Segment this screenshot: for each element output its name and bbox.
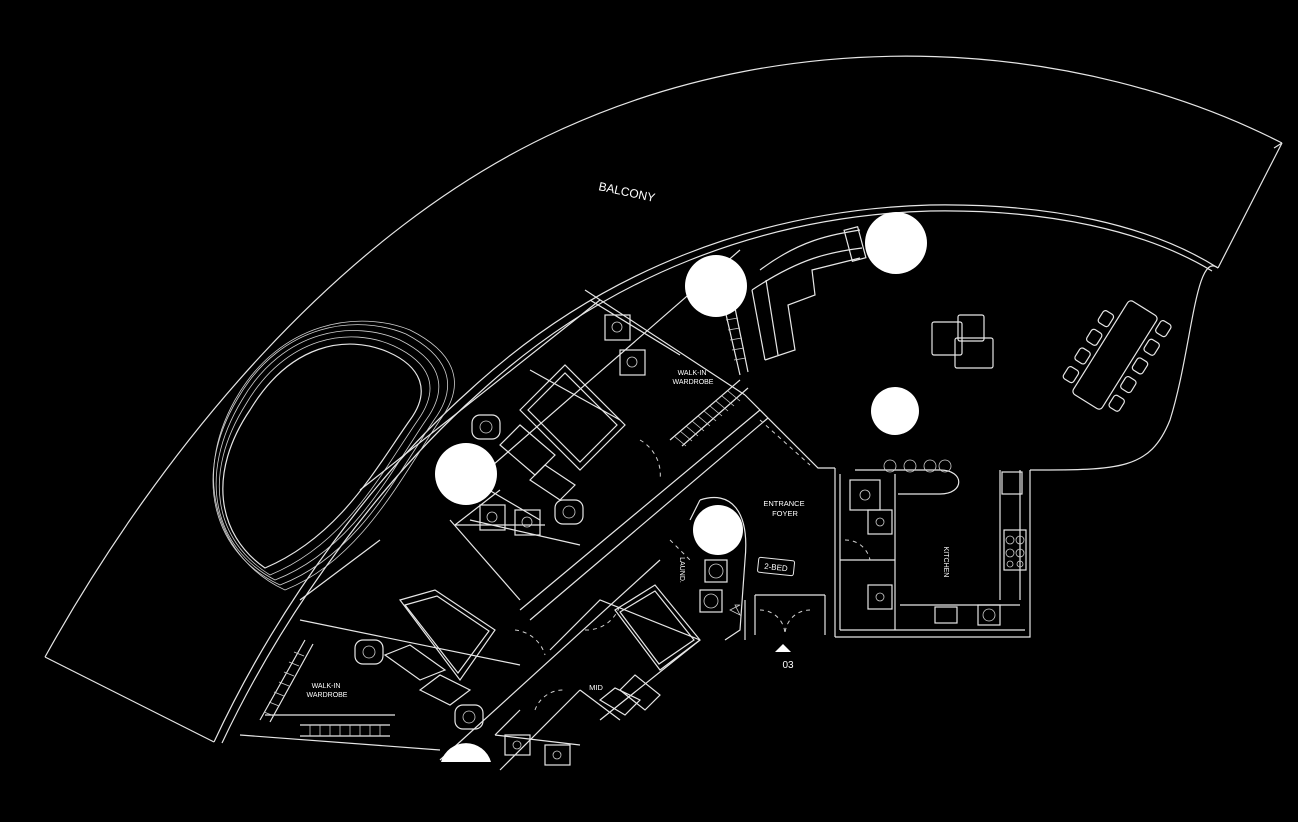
label-kitchen: KITCHEN bbox=[942, 547, 949, 578]
light-discs bbox=[435, 212, 927, 762]
label-section-ref: 03 bbox=[782, 660, 794, 671]
label-entrance: ENTRANCE FOYER bbox=[763, 499, 806, 518]
label-walkin-lower-line1: WALK-IN bbox=[312, 683, 341, 690]
dining-table bbox=[1062, 300, 1172, 412]
entry-marker-icon bbox=[775, 644, 791, 652]
label-mid: MID bbox=[589, 683, 603, 692]
label-walkin-upper-line2: WARDROBE bbox=[673, 379, 714, 386]
pool bbox=[212, 320, 455, 591]
label-unit-type: 2-BED bbox=[764, 562, 789, 573]
coffee-tables bbox=[931, 314, 994, 369]
balcony-outline bbox=[44, 55, 1283, 743]
laundry-appliances bbox=[699, 559, 741, 616]
label-entrance-line1: ENTRANCE bbox=[763, 499, 804, 508]
kitchen-fixtures bbox=[855, 459, 1027, 626]
building-envelope bbox=[213, 204, 1219, 744]
bed-mid bbox=[598, 584, 701, 716]
label-walkin-lower-line2: WARDROBE bbox=[307, 692, 348, 699]
label-laundry: LAUND. bbox=[678, 557, 685, 583]
bath-fixtures bbox=[479, 314, 893, 766]
wardrobe-lower-hatch bbox=[259, 639, 390, 737]
sofa bbox=[751, 225, 867, 361]
unit-type-tag: 2-BED bbox=[757, 556, 796, 577]
nightstands bbox=[354, 414, 584, 730]
label-balcony: BALCONY bbox=[597, 179, 656, 205]
label-walkin-lower: WALK-IN WARDROBE bbox=[307, 683, 348, 699]
door-swings bbox=[514, 419, 871, 711]
bed-lower bbox=[383, 589, 496, 706]
label-entrance-line2: FOYER bbox=[772, 509, 798, 518]
label-walkin-upper: WALK-IN WARDROBE bbox=[673, 370, 714, 386]
bed-upper bbox=[499, 364, 626, 501]
wardrobe-upper-hatch bbox=[669, 307, 749, 447]
interior-walls bbox=[239, 249, 1025, 771]
label-walkin-upper-line1: WALK-IN bbox=[678, 370, 707, 377]
